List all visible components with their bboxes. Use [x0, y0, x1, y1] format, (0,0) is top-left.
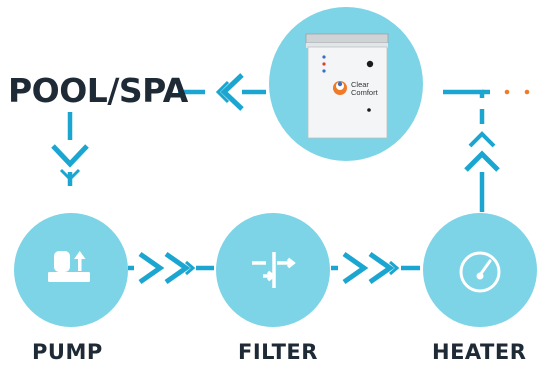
pump-label: PUMP [32, 340, 103, 364]
gauge-icon [459, 251, 501, 293]
heater-circle [423, 213, 537, 327]
continuation-dots [504, 89, 530, 95]
filter-label: FILTER [238, 340, 318, 364]
heater-node [423, 213, 537, 327]
pump-icon [48, 251, 90, 282]
device-unit [305, 33, 389, 139]
pool-spa-label: POOL/SPA [8, 71, 188, 110]
flow-lines [67, 89, 490, 271]
clear-comfort-node [269, 7, 423, 161]
filter-node [216, 213, 330, 327]
heater-label: HEATER [432, 340, 527, 364]
pump-node [14, 213, 128, 327]
brand-name-line1: Clear [351, 80, 369, 89]
flow-chevrons [51, 73, 500, 285]
clear-comfort-logo-icon [333, 81, 347, 95]
filter-icon [252, 252, 296, 288]
pump-circle [14, 213, 128, 327]
brand-name-line2: Comfort [351, 88, 378, 97]
